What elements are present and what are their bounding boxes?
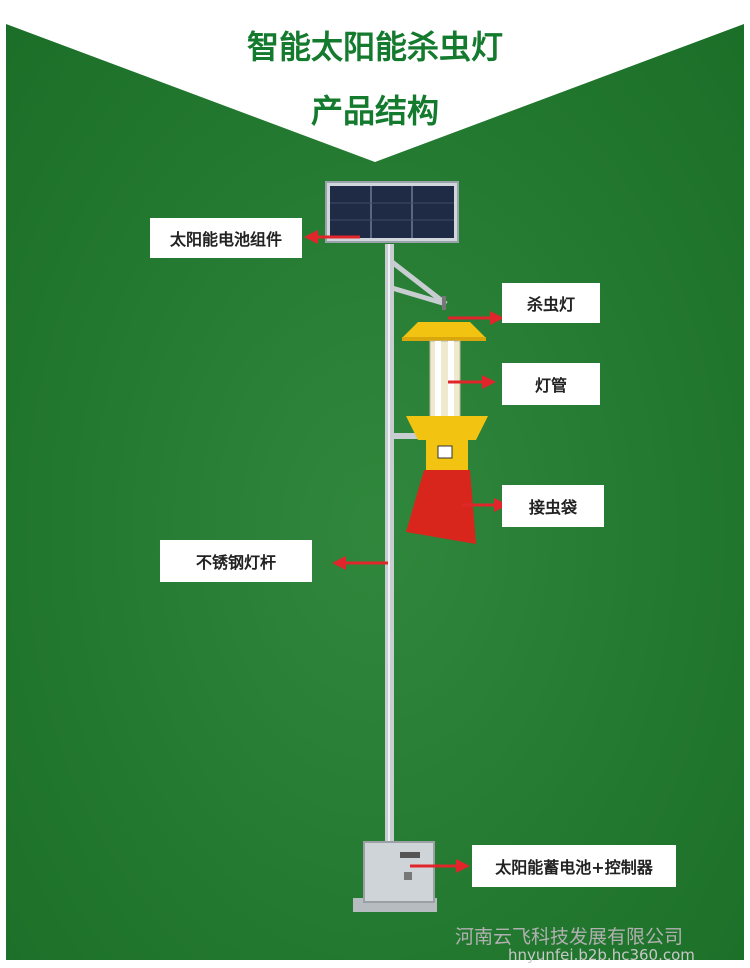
lamp-tube-graphic — [429, 340, 461, 418]
green-background-panel: 智能太阳能杀虫灯 产品结构 — [6, 4, 744, 960]
company-name: 河南云飞科技发展有限公司 — [455, 926, 684, 948]
title-banner — [6, 4, 744, 162]
insect-lamp-graphic — [402, 296, 486, 341]
company-url: hnyunfei.b2b.hc360.com — [508, 946, 695, 964]
battery-box-graphic — [353, 841, 437, 912]
page-title: 智能太阳能杀虫灯 — [246, 28, 503, 66]
label-collection-bag: 接虫袋 — [502, 485, 604, 527]
callout-arrows — [304, 230, 508, 873]
label-lamp-tube: 灯管 — [502, 363, 600, 405]
label-solar-panel: 太阳能电池组件 — [150, 218, 302, 258]
label-steel-pole: 不锈钢灯杆 — [160, 540, 312, 582]
collection-bag-graphic — [406, 470, 476, 544]
label-battery-controller: 太阳能蓄电池+控制器 — [472, 845, 676, 887]
solar-panel-graphic — [325, 181, 459, 243]
label-insect-lamp: 杀虫灯 — [502, 283, 600, 323]
page-subtitle: 产品结构 — [310, 92, 439, 130]
